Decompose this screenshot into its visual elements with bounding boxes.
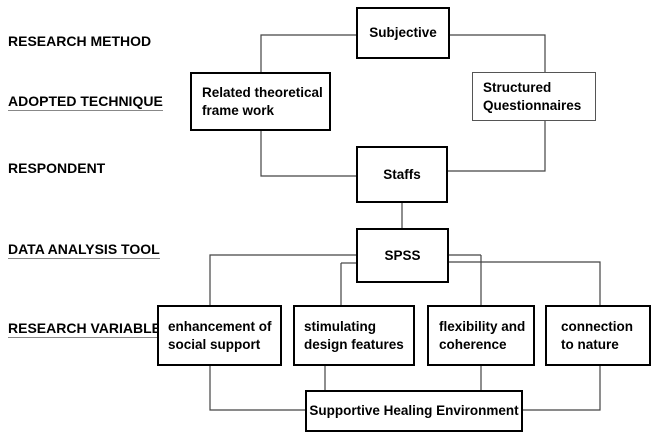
label-research-variables: RESEARCH VARIABLES bbox=[8, 320, 171, 338]
box-spss-text: SPSS bbox=[384, 247, 421, 263]
box-questionnaires-line2: Questionnaires bbox=[483, 97, 582, 113]
box-nature-line2: to nature bbox=[561, 336, 619, 352]
box-staffs-text: Staffs bbox=[383, 166, 421, 182]
box-nature: connection to nature bbox=[545, 305, 651, 366]
box-questionnaires-line1: Structured bbox=[483, 79, 552, 95]
box-related-framework-line1: Related theoretical bbox=[202, 84, 323, 100]
box-spss: SPSS bbox=[356, 228, 449, 283]
box-healing-environment-text: Supportive Healing Environment bbox=[309, 403, 519, 418]
box-flexibility-line2: coherence bbox=[439, 336, 507, 352]
label-research-method: RESEARCH METHOD bbox=[8, 33, 152, 49]
box-design-features: stimulating design features bbox=[293, 305, 415, 366]
box-subjective: Subjective bbox=[356, 7, 450, 59]
box-social-support: enhancement of social support bbox=[157, 305, 282, 366]
box-flexibility-line1: flexibility and bbox=[439, 318, 526, 334]
box-related-framework: Related theoretical frame work bbox=[190, 72, 331, 131]
box-social-support-line2: social support bbox=[168, 336, 261, 352]
box-healing-environment: Supportive Healing Environment bbox=[305, 390, 523, 432]
label-respondent: RESPONDENT bbox=[8, 160, 106, 176]
box-subjective-text: Subjective bbox=[369, 25, 437, 40]
box-design-features-line1: stimulating bbox=[304, 318, 377, 334]
box-flexibility: flexibility and coherence bbox=[427, 305, 535, 366]
connector-subjective-questionnaires bbox=[450, 34, 546, 72]
label-adopted-technique: ADOPTED TECHNIQUE bbox=[8, 93, 163, 111]
box-social-support-line1: enhancement of bbox=[168, 318, 272, 334]
connector-spss-nature bbox=[449, 261, 601, 305]
box-structured-questionnaires: Structured Questionnaires bbox=[472, 72, 596, 121]
connector-subjective-framework bbox=[260, 34, 356, 72]
connector-spss-social bbox=[209, 254, 356, 305]
box-staffs: Staffs bbox=[356, 146, 448, 203]
box-design-features-line2: design features bbox=[304, 336, 404, 352]
connector-social-healing bbox=[209, 366, 305, 411]
box-nature-line1: connection bbox=[561, 318, 634, 334]
connector-framework-staffs bbox=[260, 131, 356, 177]
label-data-analysis-tool: DATA ANALYSIS TOOL bbox=[8, 241, 160, 259]
box-related-framework-line2: frame work bbox=[202, 102, 275, 118]
connector-nature-healing bbox=[523, 366, 601, 411]
connector-questionnaires-staffs bbox=[448, 121, 546, 172]
